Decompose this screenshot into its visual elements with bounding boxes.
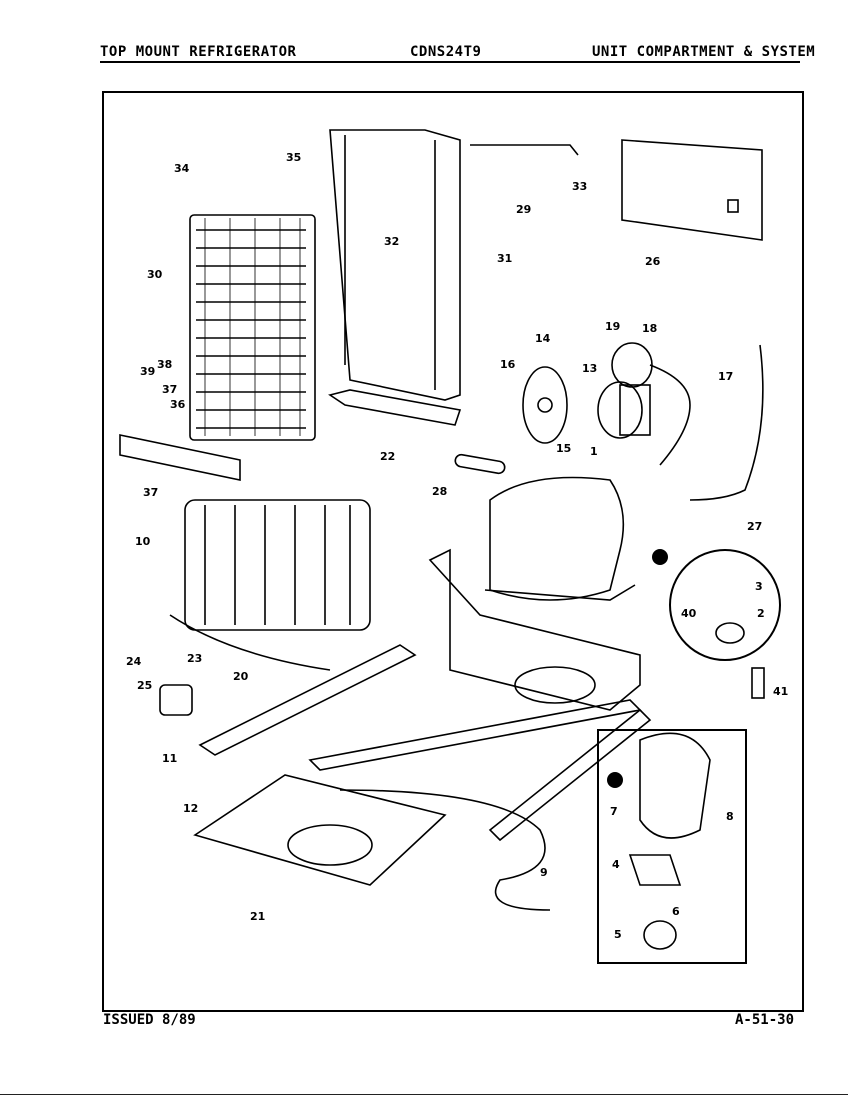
grommet xyxy=(715,622,745,644)
bracket-33 xyxy=(470,144,579,156)
bracket-37 xyxy=(119,434,241,481)
callout-c31: 31 xyxy=(497,252,512,265)
compressor xyxy=(489,476,625,601)
dryer xyxy=(454,453,506,475)
callout-c3: 3 xyxy=(755,580,763,593)
callout-c6: 6 xyxy=(672,905,680,918)
rod xyxy=(488,708,652,842)
callout-c39: 39 xyxy=(140,365,155,378)
drain-pan xyxy=(193,774,447,886)
callout-c25: 25 xyxy=(137,679,152,692)
callout-c8: 8 xyxy=(726,810,734,823)
header-rule xyxy=(100,61,800,63)
callout-c28: 28 xyxy=(432,485,447,498)
relay xyxy=(628,854,682,886)
callout-c37a: 37 xyxy=(143,486,158,499)
callout-c4: 4 xyxy=(612,858,620,871)
fan-blade xyxy=(522,366,568,444)
callout-c36: 36 xyxy=(170,398,186,411)
detail-circle xyxy=(669,549,781,661)
condenser-mesh xyxy=(184,499,371,631)
rail-11 xyxy=(198,644,417,756)
header-model-number: CDNS24T9 xyxy=(410,44,482,60)
bottom-rule xyxy=(0,1094,848,1095)
callout-c13: 13 xyxy=(582,362,597,375)
drain-tray xyxy=(328,389,462,426)
header-left-title: TOP MOUNT REFRIGERATOR xyxy=(100,44,297,60)
callout-c38: 38 xyxy=(157,358,172,371)
reference-marker-2 xyxy=(607,772,623,788)
callout-c21: 21 xyxy=(250,910,265,923)
base-frame xyxy=(428,548,641,711)
callout-c27: 27 xyxy=(747,520,762,533)
callout-c9: 9 xyxy=(540,866,548,879)
callout-c33: 33 xyxy=(572,180,587,193)
callout-c11: 11 xyxy=(162,752,177,765)
overload xyxy=(643,920,677,950)
diagram-frame xyxy=(102,91,804,1012)
callout-c34: 34 xyxy=(174,162,190,175)
callout-c23: 23 xyxy=(187,652,202,665)
relay-cover xyxy=(639,732,711,839)
callout-c19: 19 xyxy=(605,320,620,333)
condenser-coil xyxy=(189,214,316,441)
callout-c10: 10 xyxy=(135,535,151,548)
callout-c22: 22 xyxy=(380,450,395,463)
callout-c17: 17 xyxy=(718,370,733,383)
tube-27 xyxy=(689,344,764,501)
issued-date: ISSUED 8/89 xyxy=(103,1012,196,1028)
callout-c26: 26 xyxy=(645,255,661,268)
callout-c37b: 37 xyxy=(162,383,177,396)
callout-c7: 7 xyxy=(610,805,618,818)
tube-23 xyxy=(169,614,331,671)
drain-motor xyxy=(159,684,193,716)
page-code: A-51-30 xyxy=(735,1012,795,1028)
reference-marker-1 xyxy=(652,549,668,565)
callout-c18: 18 xyxy=(642,322,657,335)
callout-c29: 29 xyxy=(516,203,531,216)
power-cord xyxy=(339,789,551,911)
callout-c35: 35 xyxy=(286,151,301,164)
callout-c20: 20 xyxy=(233,670,249,683)
back-panel xyxy=(329,129,461,401)
fan-motor-bracket xyxy=(611,342,653,388)
fan-bracket xyxy=(649,364,691,466)
callout-c12: 12 xyxy=(183,802,198,815)
callout-c32: 32 xyxy=(384,235,399,248)
callout-c30: 30 xyxy=(147,268,163,281)
callout-c2: 2 xyxy=(757,607,765,620)
callout-c5: 5 xyxy=(614,928,622,941)
relay-inset-box xyxy=(597,729,747,964)
callout-c16: 16 xyxy=(500,358,516,371)
header-section-title: UNIT COMPARTMENT & SYSTEM xyxy=(592,44,816,60)
callout-c41: 41 xyxy=(773,685,788,698)
callout-c1: 1 xyxy=(590,445,598,458)
callout-c14: 14 xyxy=(535,332,551,345)
wiring-plate xyxy=(621,139,763,241)
callout-c40: 40 xyxy=(681,607,697,620)
bolt xyxy=(751,667,765,699)
callout-c15: 15 xyxy=(556,442,571,455)
callout-c24: 24 xyxy=(126,655,142,668)
